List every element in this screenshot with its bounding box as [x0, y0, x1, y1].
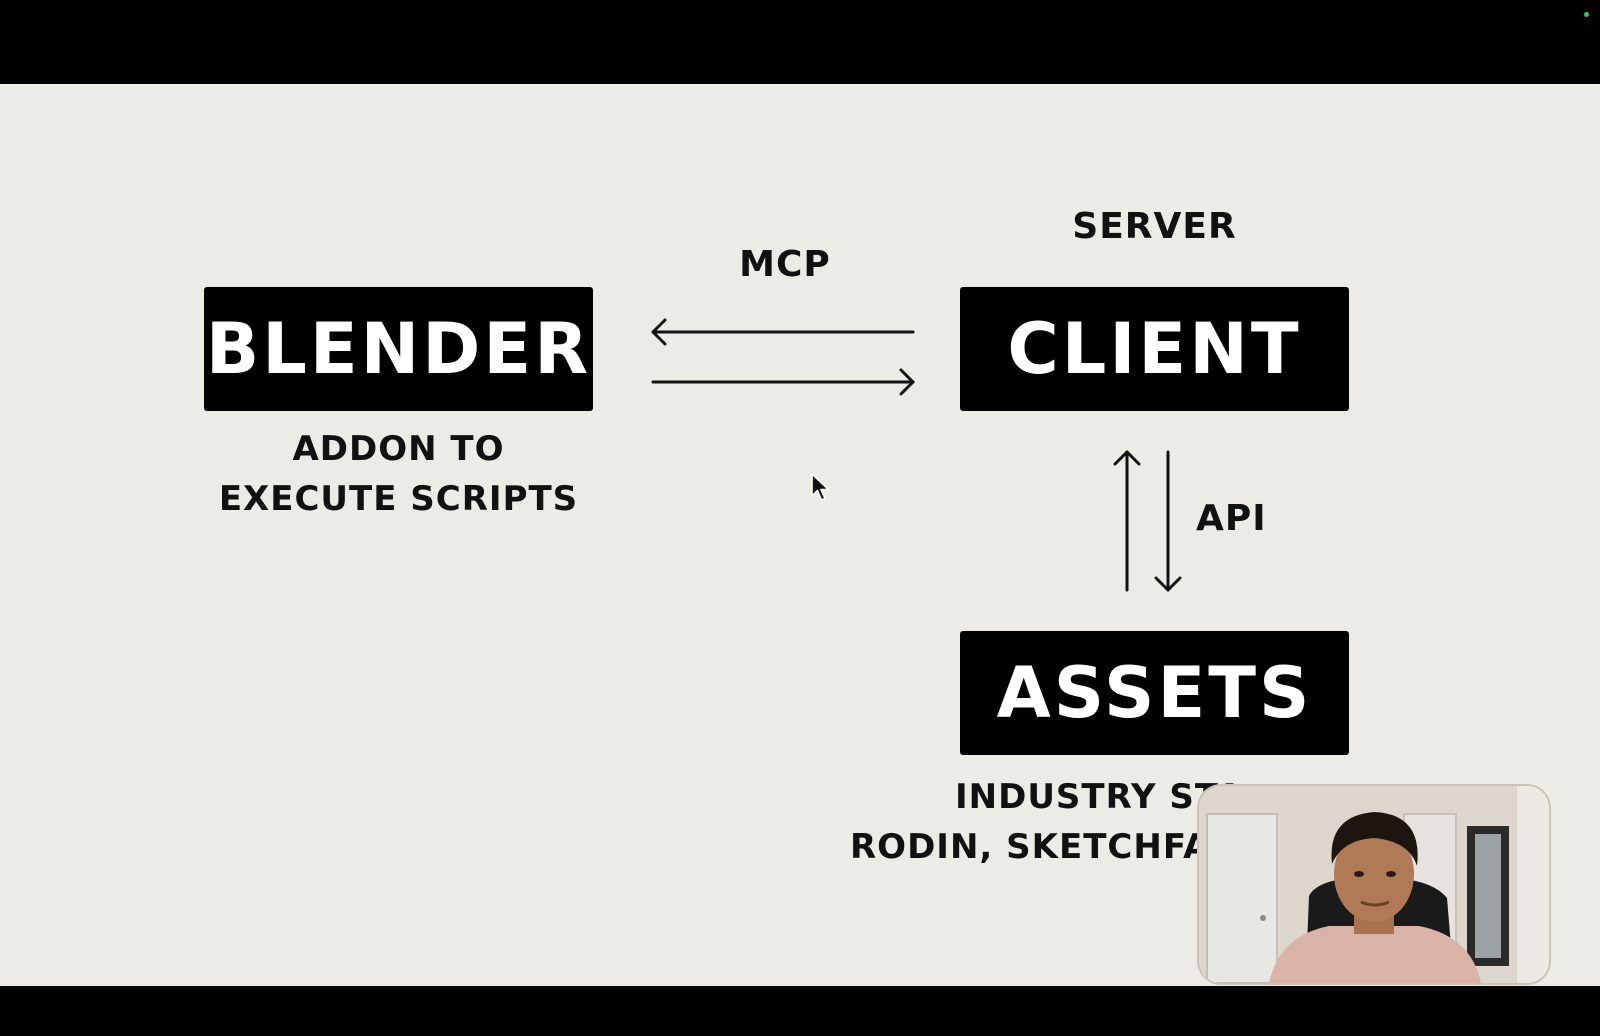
- arrow-head-down-icon: [1154, 576, 1182, 592]
- arrow-head-right-icon: [899, 368, 915, 396]
- assets-caption-line-1: INDUSTRY STA: [955, 777, 1244, 817]
- api-arrows: [1113, 450, 1182, 592]
- assets-caption: INDUSTRY STA RODIN, SKETCHFAB: [850, 772, 1350, 872]
- arrow-head-up-icon: [1113, 450, 1141, 466]
- arrow-head-left-icon: [651, 318, 667, 346]
- blender-caption-line-1: ADDON TO: [292, 429, 505, 469]
- letterbox-bottom: [0, 986, 1600, 1036]
- letterbox-top: [0, 0, 1600, 84]
- mcp-edge-label: MCP: [739, 244, 831, 285]
- blender-caption-line-2: EXECUTE SCRIPTS: [218, 479, 579, 519]
- presenter-webcam: [1199, 786, 1549, 983]
- cursor-arrow-icon: [811, 473, 830, 501]
- assets-caption-line-2: RODIN, SKETCHFAB: [850, 827, 1238, 867]
- assets-node-label: ASSETS: [996, 652, 1313, 734]
- slide: BLENDER ADDON TO EXECUTE SCRIPTS MCP SER…: [0, 84, 1600, 986]
- client-node: CLIENT: [960, 287, 1349, 411]
- client-node-label: CLIENT: [1007, 308, 1302, 390]
- recording-indicator-icon: [1584, 12, 1589, 17]
- blender-node: BLENDER: [204, 287, 593, 411]
- blender-caption: ADDON TO EXECUTE SCRIPTS: [204, 424, 593, 524]
- presenter-video-frame: [1199, 786, 1549, 983]
- api-edge-label: API: [1196, 498, 1267, 539]
- mcp-arrows: [651, 318, 915, 396]
- blender-node-label: BLENDER: [205, 308, 592, 390]
- assets-node: ASSETS: [960, 631, 1349, 755]
- client-top-label: SERVER: [1072, 206, 1237, 247]
